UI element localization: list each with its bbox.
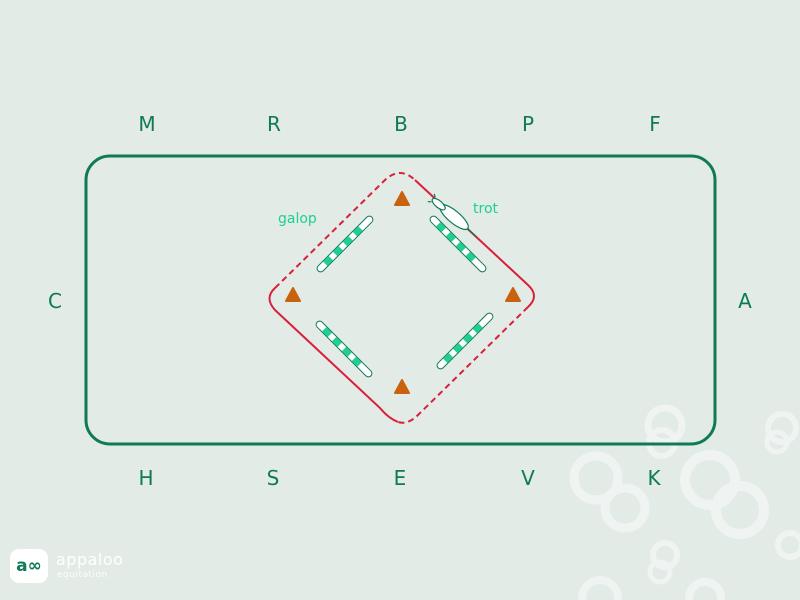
cone-top xyxy=(394,191,410,206)
arena-letter-m: M xyxy=(138,112,155,136)
cone-left xyxy=(285,287,301,302)
arena-letter-h: H xyxy=(138,466,153,490)
arena-letter-v: V xyxy=(521,466,535,490)
ground-pole-bottom-right xyxy=(436,312,494,370)
path-segment-right-dashed xyxy=(397,306,529,424)
arena-letter-k: K xyxy=(647,466,661,490)
arena-letter-a: A xyxy=(738,289,752,313)
arena-letter-f: F xyxy=(649,112,661,136)
ground-pole-top-right xyxy=(429,215,487,273)
ground-pole-bottom-left xyxy=(315,320,373,378)
arena-border xyxy=(84,154,717,446)
horse-icon xyxy=(427,193,477,238)
brand-subtitle: equitation xyxy=(57,570,108,580)
ground-pole-top-left xyxy=(316,215,374,273)
cone-right xyxy=(505,287,521,302)
arena-letters-top: M R B P F xyxy=(138,112,660,136)
arena-letter-p: P xyxy=(522,112,534,136)
path-segment-trot xyxy=(414,179,535,308)
brand-logo-mark: a∞ xyxy=(10,549,48,583)
arena-letter-b: B xyxy=(394,112,408,136)
path-segment-bottom-solid xyxy=(268,287,399,423)
arena-letter-r: R xyxy=(267,112,281,136)
brand-logo-glyph: a∞ xyxy=(16,556,42,576)
arena-letter-s: S xyxy=(267,466,280,490)
arena-letter-e: E xyxy=(394,466,407,490)
path-segment-galop-dashed xyxy=(274,172,416,289)
label-trot: trot xyxy=(473,201,499,217)
cone-bottom xyxy=(394,379,410,394)
cones xyxy=(285,191,521,394)
arena-letters-bottom: H S E V K xyxy=(138,466,661,490)
background-rings-decoration xyxy=(569,404,800,600)
brand-name: appaloo xyxy=(56,550,124,569)
label-galop: galop xyxy=(278,211,317,227)
riding-path xyxy=(268,172,535,424)
ground-poles xyxy=(315,215,494,378)
arena-letter-c: C xyxy=(48,289,62,313)
